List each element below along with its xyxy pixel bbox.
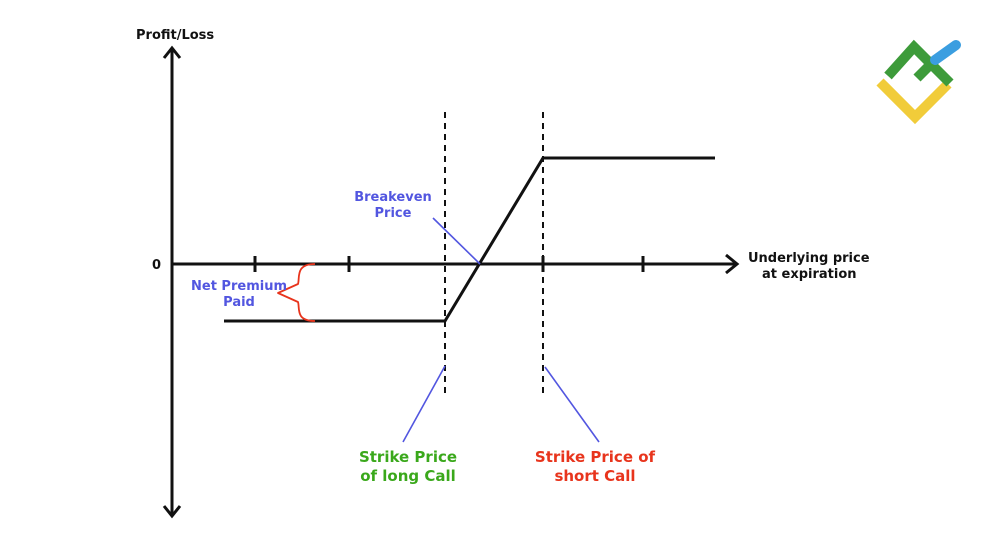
net-premium-brace — [277, 263, 316, 322]
bull-spread-logo-icon — [876, 39, 961, 125]
x-axis — [172, 253, 740, 275]
long-call-pointer — [402, 365, 446, 443]
x-axis-label-line2: at expiration — [762, 267, 857, 282]
net-premium-label-line2: Paid — [223, 295, 255, 310]
y-axis-label: Profit/Loss — [136, 28, 214, 43]
net-premium-label-line1: Net Premium — [191, 279, 287, 294]
zero-label: 0 — [152, 258, 161, 273]
x-axis-label-line1: Underlying price — [748, 251, 870, 266]
breakeven-pointer — [432, 217, 481, 265]
short-call-label-line2: short Call — [554, 467, 635, 485]
short-call-pointer — [544, 366, 600, 443]
short-call-label-line1: Strike Price of — [535, 448, 656, 466]
breakeven-label-line1: Breakeven — [354, 190, 432, 205]
y-axis — [162, 45, 182, 519]
long-call-label-line2: of long Call — [360, 467, 456, 485]
payoff-line — [224, 156, 715, 323]
long-call-label-line1: Strike Price — [359, 448, 457, 466]
breakeven-label-line2: Price — [375, 206, 412, 221]
